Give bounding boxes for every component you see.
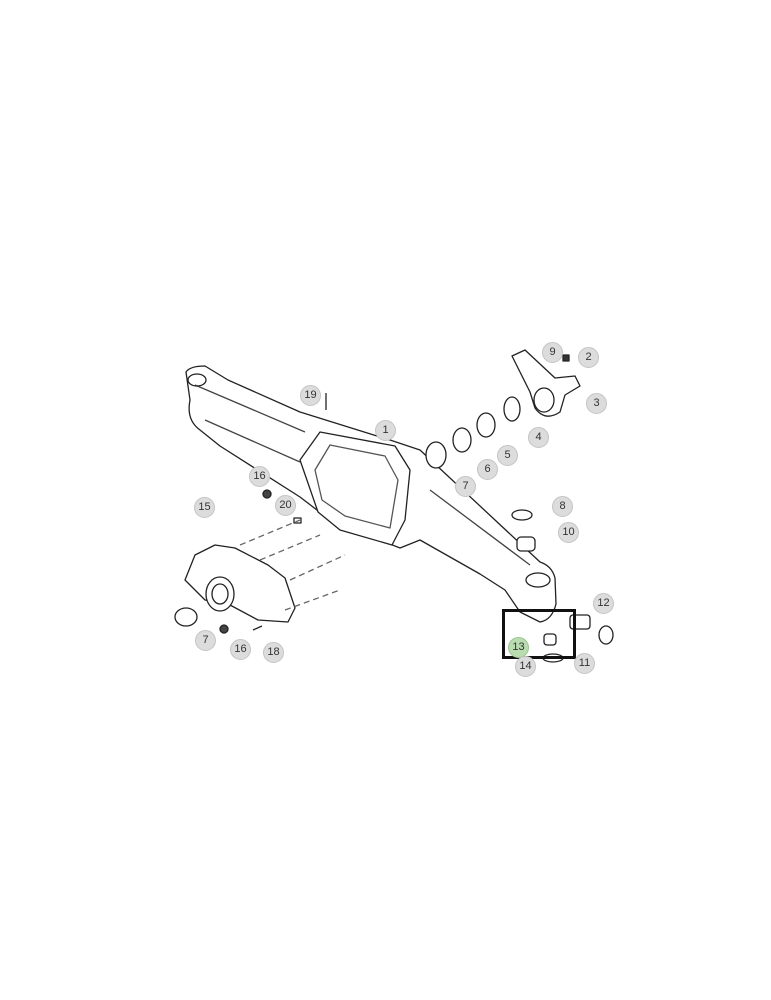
callout-13[interactable]: 13	[508, 637, 529, 658]
part-16-lower	[219, 624, 229, 634]
callout-12[interactable]: 12	[593, 593, 614, 614]
part-4	[503, 396, 521, 422]
part-11	[598, 625, 614, 645]
callout-1[interactable]: 1	[375, 420, 396, 441]
part-8	[511, 509, 533, 521]
callout-18[interactable]: 18	[263, 642, 284, 663]
highlight-box	[502, 609, 576, 659]
callout-16[interactable]: 16	[230, 639, 251, 660]
callout-4[interactable]: 4	[528, 427, 549, 448]
callout-11[interactable]: 11	[574, 653, 595, 674]
callout-16[interactable]: 16	[249, 466, 270, 487]
part-15	[184, 544, 296, 623]
part-7	[425, 441, 447, 469]
part-5	[476, 412, 496, 438]
callout-20[interactable]: 20	[275, 495, 296, 516]
part-13	[543, 633, 557, 646]
callout-5[interactable]: 5	[497, 445, 518, 466]
part-2	[562, 354, 570, 362]
callout-7[interactable]: 7	[195, 630, 216, 651]
part-18	[252, 625, 263, 631]
part-3	[511, 349, 581, 417]
callout-10[interactable]: 10	[558, 522, 579, 543]
callout-19[interactable]: 19	[300, 385, 321, 406]
callout-6[interactable]: 6	[477, 459, 498, 480]
callout-15[interactable]: 15	[194, 497, 215, 518]
part-7-left	[174, 607, 198, 627]
part-6	[452, 427, 472, 453]
callout-9[interactable]: 9	[542, 342, 563, 363]
callout-2[interactable]: 2	[578, 347, 599, 368]
callout-7[interactable]: 7	[455, 476, 476, 497]
part-10	[516, 536, 536, 552]
part-16	[262, 489, 272, 499]
callout-8[interactable]: 8	[552, 496, 573, 517]
callout-3[interactable]: 3	[586, 393, 607, 414]
center-housing	[299, 431, 411, 546]
callout-14[interactable]: 14	[515, 656, 536, 677]
